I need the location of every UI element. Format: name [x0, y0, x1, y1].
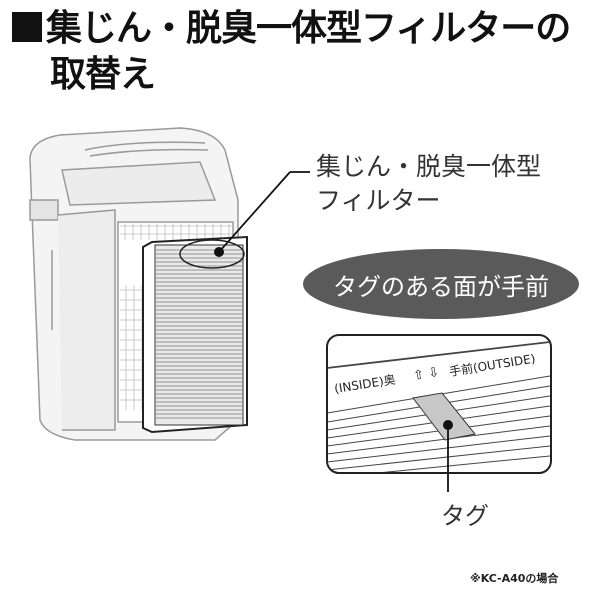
instruction-pill: タグのある面が手前	[303, 249, 579, 319]
filter-callout-line-2: フィルター	[316, 186, 441, 215]
tag-label: タグ	[441, 502, 489, 530]
arrow-icons: ⇧ ⇩	[412, 365, 440, 384]
square-bullet-icon	[12, 12, 42, 42]
filter-callout-label: 集じん・脱臭一体型 フィルター	[316, 150, 541, 218]
filter-illustration	[142, 171, 310, 434]
instruction-text: タグのある面が手前	[333, 272, 549, 301]
model-footnote: ※KC-A40の場合	[470, 572, 559, 585]
page-title: 集じん・脱臭一体型フィルターの 取替え	[12, 6, 571, 98]
tag-detail-inset: (INSIDE)奥 ⇧ ⇩ 手前(OUTSIDE)	[326, 334, 552, 492]
filter-callout-line-1: 集じん・脱臭一体型	[316, 152, 542, 181]
title-line-1: 集じん・脱臭一体型フィルターの	[46, 8, 571, 49]
title-line-2: 取替え	[50, 54, 156, 95]
